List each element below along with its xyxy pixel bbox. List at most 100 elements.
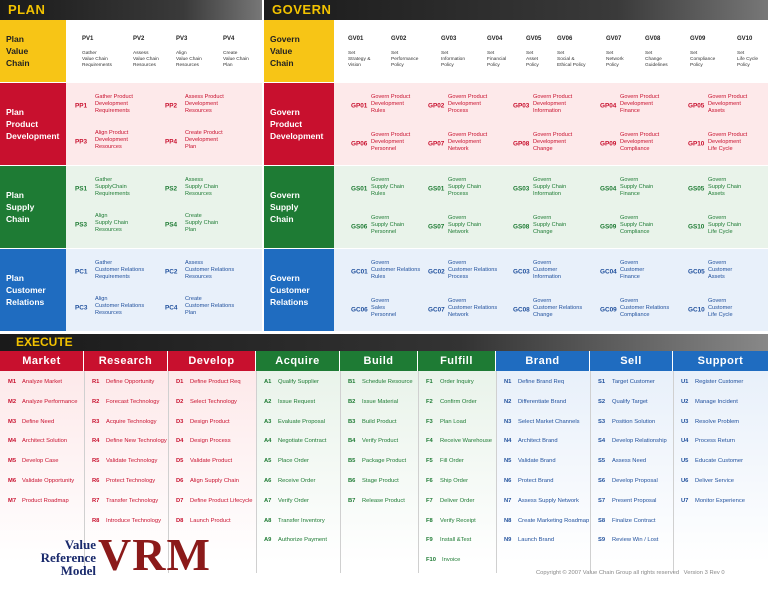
execute-item[interactable]: N1Define Brand Req	[504, 379, 564, 386]
execute-item[interactable]: R5Validate Technology	[92, 458, 157, 465]
execute-item[interactable]: M5Develop Case	[8, 458, 58, 465]
execute-item[interactable]: N7Assess Supply Network	[504, 498, 579, 505]
execute-item[interactable]: R3Acquire Technology	[92, 419, 157, 426]
govern-gp-item[interactable]: GP07Govern Product Development Network	[428, 132, 518, 156]
govern-value-chain-item[interactable]: GV09Set Compliance Policy	[690, 36, 740, 69]
govern-gs-item[interactable]: GS07Govern Supply Chain Network	[428, 215, 518, 239]
execute-item[interactable]: N3Select Market Channels	[504, 419, 580, 426]
execute-item[interactable]: D1Define Product Req	[176, 379, 241, 386]
govern-gs-item[interactable]: GS06Govern Supply Chain Personnel	[351, 215, 441, 239]
govern-gc-item[interactable]: GC07Govern Customer Relations Network	[428, 298, 518, 322]
execute-item[interactable]: M1Analyze Market	[8, 379, 62, 386]
govern-gs-item[interactable]: GS10Govern Supply Chain Life Cycle	[688, 215, 768, 239]
execute-item[interactable]: R2Forecast Technology	[92, 399, 159, 406]
execute-item[interactable]: A8Transfer Inventory	[264, 518, 325, 525]
execute-item[interactable]: B1Schedule Resource	[348, 379, 413, 386]
execute-item[interactable]: M6Validate Opportunity	[8, 478, 74, 485]
execute-item[interactable]: D6Align Supply Chain	[176, 478, 239, 485]
execute-item[interactable]: F5Fill Order	[426, 458, 464, 465]
govern-gp-item[interactable]: GP08Govern Product Development Change	[513, 132, 603, 156]
execute-item[interactable]: F2Confirm Order	[426, 399, 477, 406]
execute-item[interactable]: R7Transfer Technology	[92, 498, 158, 505]
govern-gc-item[interactable]: GC10Govern Customer Life Cycle	[688, 298, 768, 322]
govern-gc-item[interactable]: GC06Govern Sales Personnel	[351, 298, 441, 322]
govern-gp-item[interactable]: GP04Govern Product Development Finance	[600, 94, 690, 118]
plan-pp-item[interactable]: PP2Assess Product Development Resources	[165, 94, 255, 118]
govern-value-chain-item[interactable]: GV04Set Financial Policy	[487, 36, 537, 69]
govern-value-chain-item[interactable]: GV08Set Change Guidelines	[645, 36, 695, 69]
plan-ps-item[interactable]: PS2Assess Supply Chain Resources	[165, 177, 255, 201]
execute-item[interactable]: M2Analyze Performance	[8, 399, 77, 406]
execute-item[interactable]: S5Assess Need	[598, 458, 646, 465]
execute-item[interactable]: S2Qualify Target	[598, 399, 648, 406]
execute-item[interactable]: D5Validate Product	[176, 458, 232, 465]
execute-item[interactable]: U5Educate Customer	[681, 458, 743, 465]
execute-item[interactable]: F3Plan Load	[426, 419, 466, 426]
execute-item[interactable]: N5Validate Brand	[504, 458, 556, 465]
govern-value-chain-item[interactable]: GV10Set Life Cycle Policy	[737, 36, 768, 69]
plan-pc-item[interactable]: PC1Gather Customer Relations Requirement…	[75, 260, 165, 284]
govern-gs-item[interactable]: GS08Govern Supply Chain Change	[513, 215, 603, 239]
execute-item[interactable]: B7Release Product	[348, 498, 405, 505]
govern-gs-item[interactable]: GS09Govern Supply Chain Compliance	[600, 215, 690, 239]
plan-pc-item[interactable]: PC3Align Customer Relations Resources	[75, 296, 165, 320]
execute-item[interactable]: U4Process Return	[681, 438, 735, 445]
execute-item[interactable]: N8Create Marketing Roadmap	[504, 518, 589, 525]
execute-item[interactable]: N6Protect Brand	[504, 478, 553, 485]
govern-gs-item[interactable]: GS04Govern Supply Chain Finance	[600, 177, 690, 201]
execute-item[interactable]: S3Position Solution	[598, 419, 655, 426]
govern-gp-item[interactable]: GP01Govern Product Development Rules	[351, 94, 441, 118]
execute-item[interactable]: A2Issue Request	[264, 399, 315, 406]
plan-value-chain-item[interactable]: PV4Create Value Chain Plan	[223, 36, 273, 69]
plan-ps-item[interactable]: PS1Gather SupplyChain Requirements	[75, 177, 165, 201]
execute-item[interactable]: F10Invoice	[426, 557, 460, 564]
execute-item[interactable]: R1Define Opportunity	[92, 379, 154, 386]
execute-item[interactable]: A5Place Order	[264, 458, 309, 465]
govern-gp-item[interactable]: GP05Govern Product Development Assets	[688, 94, 768, 118]
govern-gp-item[interactable]: GP03Govern Product Development Informati…	[513, 94, 603, 118]
execute-item[interactable]: U2Manage Incident	[681, 399, 738, 406]
execute-item[interactable]: R4Define New Technology	[92, 438, 167, 445]
execute-item[interactable]: B6Stage Product	[348, 478, 399, 485]
govern-value-chain-item[interactable]: GV02Set Performance Policy	[391, 36, 441, 69]
execute-item[interactable]: A9Authorize Payment	[264, 537, 327, 544]
govern-gc-item[interactable]: GC05Govern Customer Assets	[688, 260, 768, 284]
execute-item[interactable]: U7Monitor Experience	[681, 498, 745, 505]
execute-item[interactable]: N4Architect Brand	[504, 438, 558, 445]
execute-item[interactable]: F1Order Inquiry	[426, 379, 474, 386]
execute-item[interactable]: S7Present Proposal	[598, 498, 656, 505]
govern-gs-item[interactable]: GS01Govern Supply Chain Process	[428, 177, 518, 201]
govern-value-chain-item[interactable]: GV05Set Asset Policy	[526, 36, 576, 69]
plan-value-chain-item[interactable]: PV2Assess Value Chain Resources	[133, 36, 183, 69]
govern-gp-item[interactable]: GP02Govern Product Development Process	[428, 94, 518, 118]
execute-item[interactable]: M7Product Roadmap	[8, 498, 69, 505]
plan-ps-item[interactable]: PS4Create Supply Chain Plan	[165, 213, 255, 237]
plan-value-chain-item[interactable]: PV3Align Value Chain Resources	[176, 36, 226, 69]
plan-pc-item[interactable]: PC2Assess Customer Relations Resources	[165, 260, 255, 284]
govern-gc-item[interactable]: GC08Govern Customer Relations Change	[513, 298, 603, 322]
govern-gs-item[interactable]: GS01Govern Supply Chain Rules	[351, 177, 441, 201]
govern-gp-item[interactable]: GP06Govern Product Development Personnel	[351, 132, 441, 156]
govern-gp-item[interactable]: GP09Govern Product Development Complianc…	[600, 132, 690, 156]
govern-gc-item[interactable]: GC01Govern Customer Relations Rules	[351, 260, 441, 284]
execute-item[interactable]: U1Register Customer	[681, 379, 743, 386]
govern-gs-item[interactable]: GS05Govern Supply Chain Assets	[688, 177, 768, 201]
execute-item[interactable]: S4Develop Relationship	[598, 438, 667, 445]
execute-item[interactable]: B2Issue Material	[348, 399, 398, 406]
govern-gc-item[interactable]: GC03Govern Customer Information	[513, 260, 603, 284]
execute-item[interactable]: A3Evaluate Proposal	[264, 419, 325, 426]
execute-item[interactable]: D2Select Technology	[176, 399, 237, 406]
execute-item[interactable]: F6Ship Order	[426, 478, 468, 485]
plan-pp-item[interactable]: PP3Align Product Development Resources	[75, 130, 165, 154]
plan-pp-item[interactable]: PP4Create Product Development Plan	[165, 130, 255, 154]
execute-item[interactable]: A6Receive Order	[264, 478, 315, 485]
govern-value-chain-item[interactable]: GV01Set Strategy & Vision	[348, 36, 398, 69]
execute-item[interactable]: F8Verify Receipt	[426, 518, 476, 525]
execute-item[interactable]: D8Launch Product	[176, 518, 231, 525]
govern-gc-item[interactable]: GC09Govern Customer Relations Compliance	[600, 298, 690, 322]
execute-item[interactable]: U3Resolve Problem	[681, 419, 739, 426]
plan-pc-item[interactable]: PC4Create Customer Relations Plan	[165, 296, 255, 320]
execute-item[interactable]: A4Negotiate Contract	[264, 438, 326, 445]
plan-value-chain-item[interactable]: PV1Gather Value Chain Requirements	[82, 36, 132, 69]
plan-pp-item[interactable]: PP1Gather Product Development Requiremen…	[75, 94, 165, 118]
